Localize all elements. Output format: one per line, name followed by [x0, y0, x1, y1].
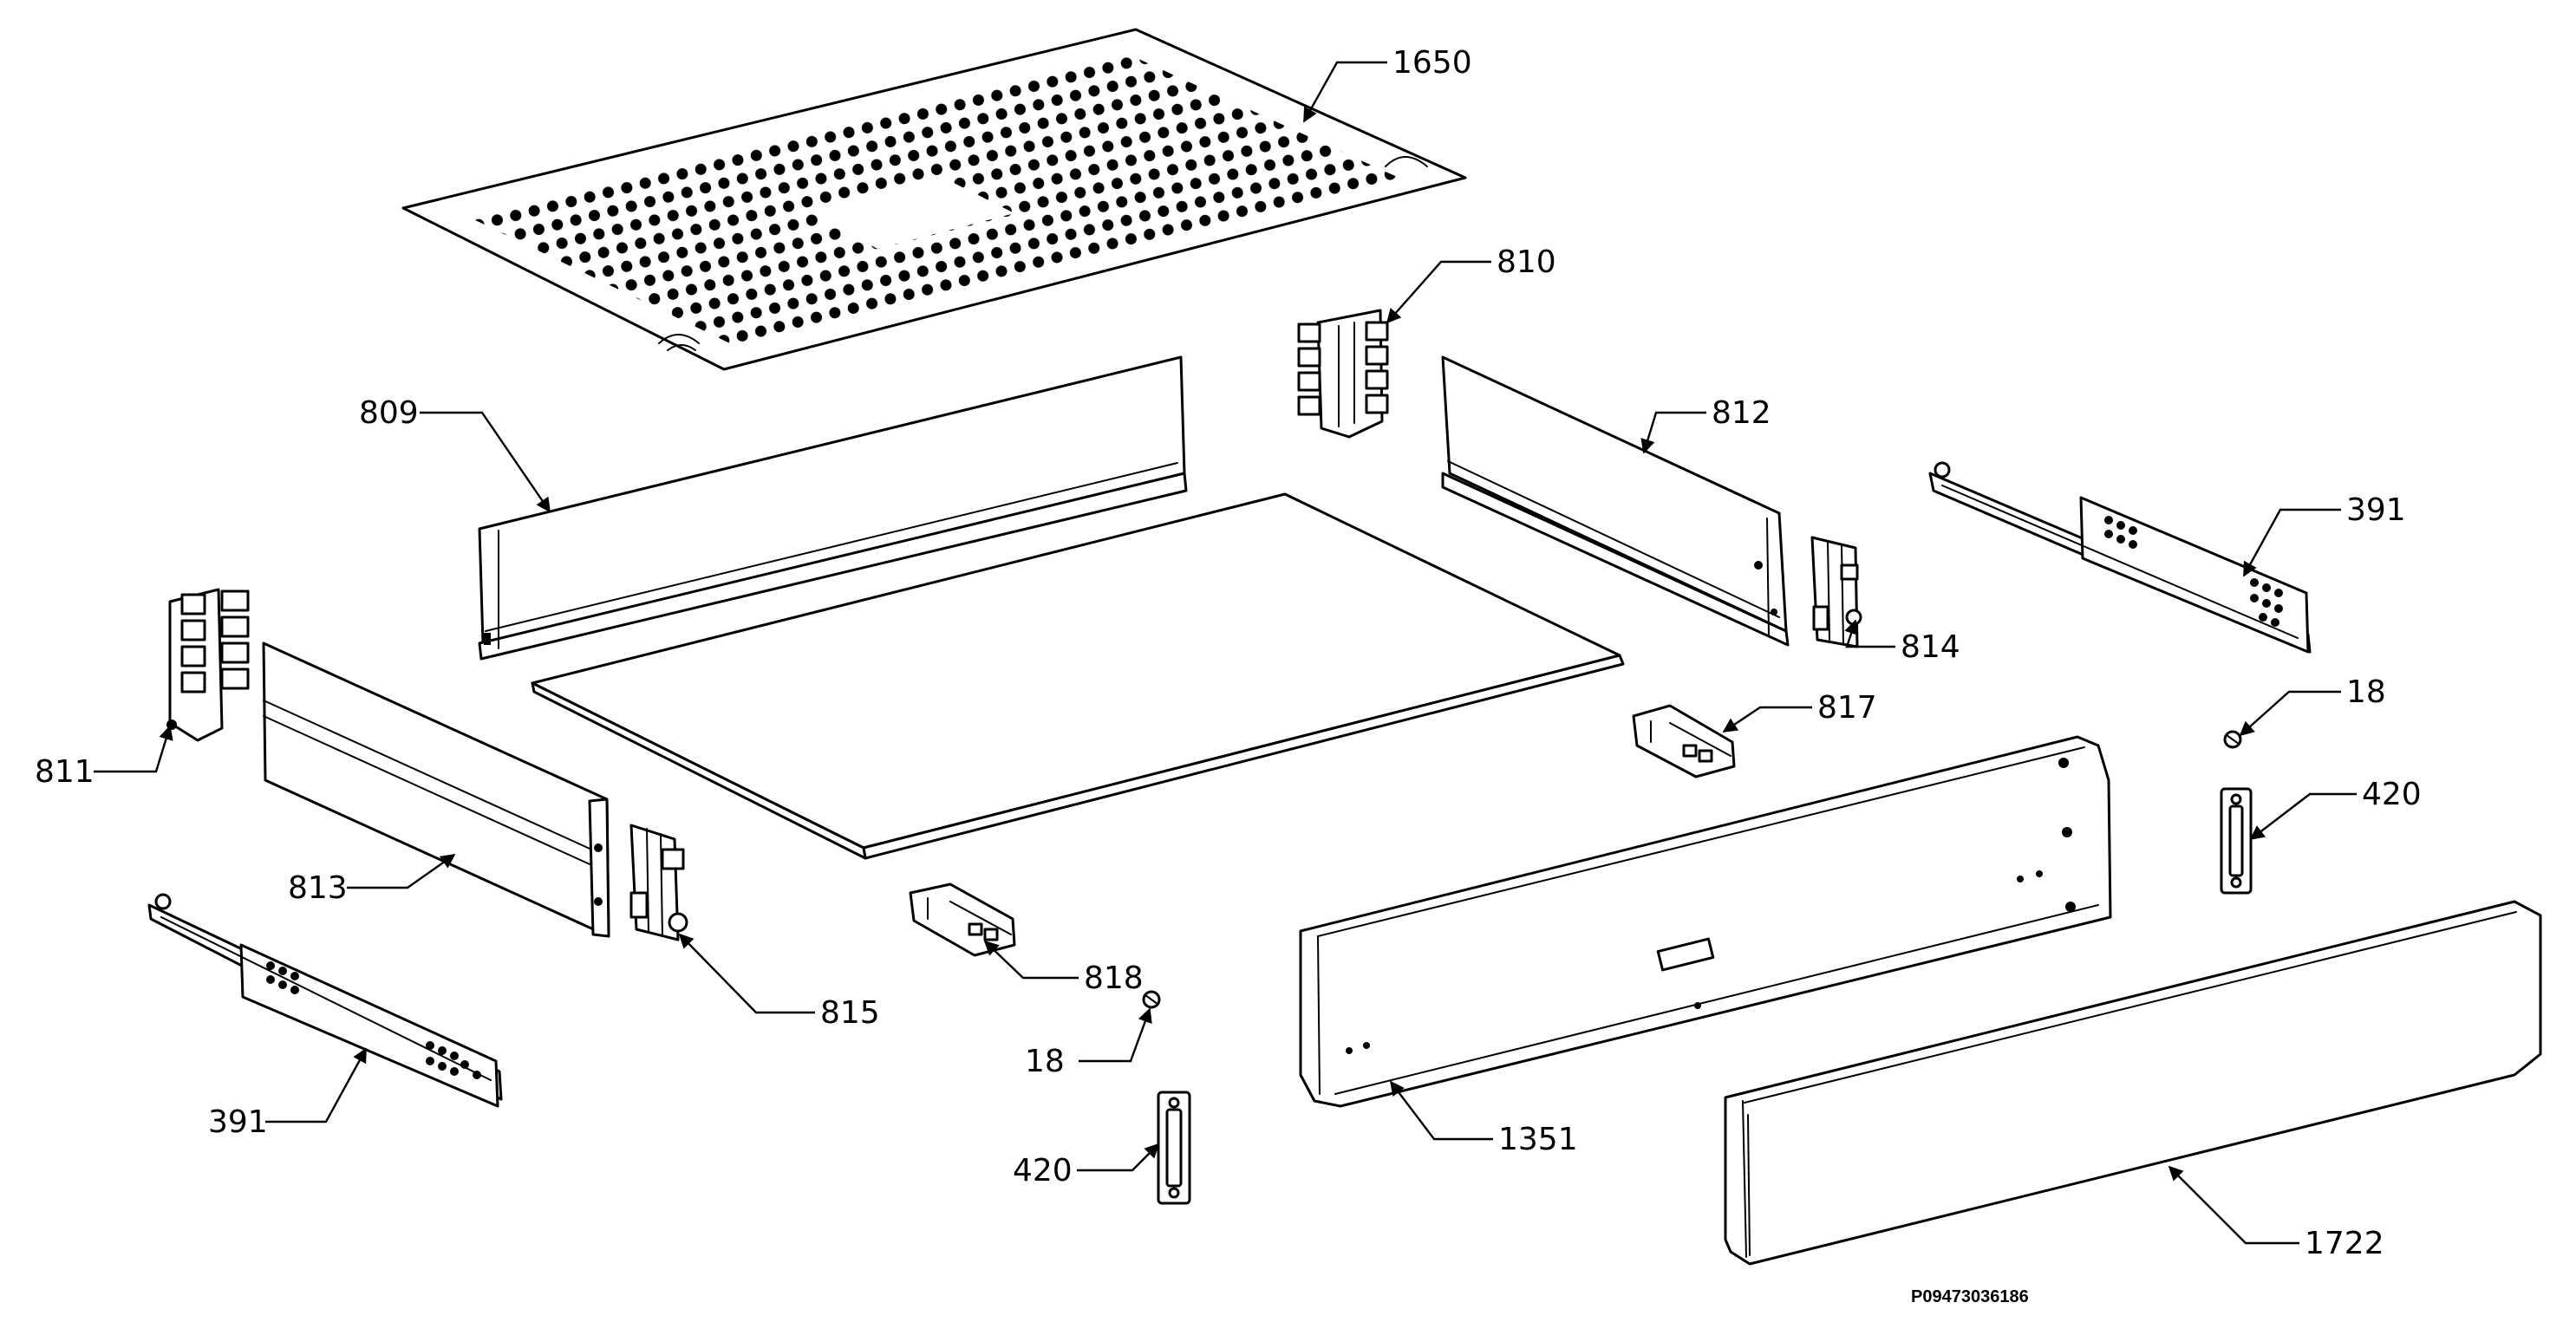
callout-1351: 1351 — [1498, 1122, 1578, 1157]
screw-18-left — [1142, 990, 1161, 1009]
leader-lines — [94, 61, 2357, 1245]
screw-18-right — [2223, 730, 2242, 749]
callout-812: 812 — [1712, 395, 1771, 431]
callout-420-right: 420 — [2362, 777, 2422, 812]
slide-insert-420-left — [1157, 1091, 1191, 1205]
callout-420-left: 420 — [1013, 1153, 1073, 1188]
callout-811: 811 — [35, 754, 95, 790]
clip-818 — [909, 882, 1016, 957]
callout-809: 809 — [359, 395, 419, 431]
callout-1722: 1722 — [2305, 1226, 2384, 1261]
back-panel-809 — [478, 355, 1188, 661]
drawing-code: P09473036186 — [1911, 1287, 2029, 1306]
drawer-bottom-board — [531, 492, 1625, 860]
callout-391-bottom: 391 — [208, 1104, 268, 1140]
callout-814: 814 — [1901, 629, 1960, 665]
callout-813: 813 — [288, 870, 348, 906]
cover-plate-1650 — [401, 28, 1467, 371]
bracket-814 — [1810, 536, 1862, 648]
outer-front-panel-1722 — [1724, 900, 2542, 1266]
callout-391-top: 391 — [2346, 492, 2406, 528]
bracket-810 — [1297, 309, 1389, 439]
runner-391-top — [1928, 461, 2312, 654]
runner-391-bottom — [147, 893, 503, 1108]
callout-815: 815 — [820, 995, 880, 1031]
callout-1650: 1650 — [1392, 45, 1472, 81]
inner-front-panel-1351 — [1299, 735, 2112, 1108]
callout-labels: 1650 810 809 812 391 811 814 817 18 813 … — [35, 45, 2422, 1306]
callout-810: 810 — [1497, 244, 1556, 280]
slide-insert-420-right — [2220, 787, 2253, 895]
side-panel-812 — [1441, 355, 1790, 647]
callout-818: 818 — [1084, 961, 1144, 996]
clip-817 — [1632, 704, 1736, 778]
callout-817: 817 — [1817, 690, 1877, 726]
bracket-815 — [629, 824, 688, 941]
callout-18-left: 18 — [1025, 1044, 1065, 1079]
bracket-811 — [166, 588, 250, 742]
side-panel-813 — [262, 641, 610, 938]
callout-18-right: 18 — [2346, 674, 2386, 710]
